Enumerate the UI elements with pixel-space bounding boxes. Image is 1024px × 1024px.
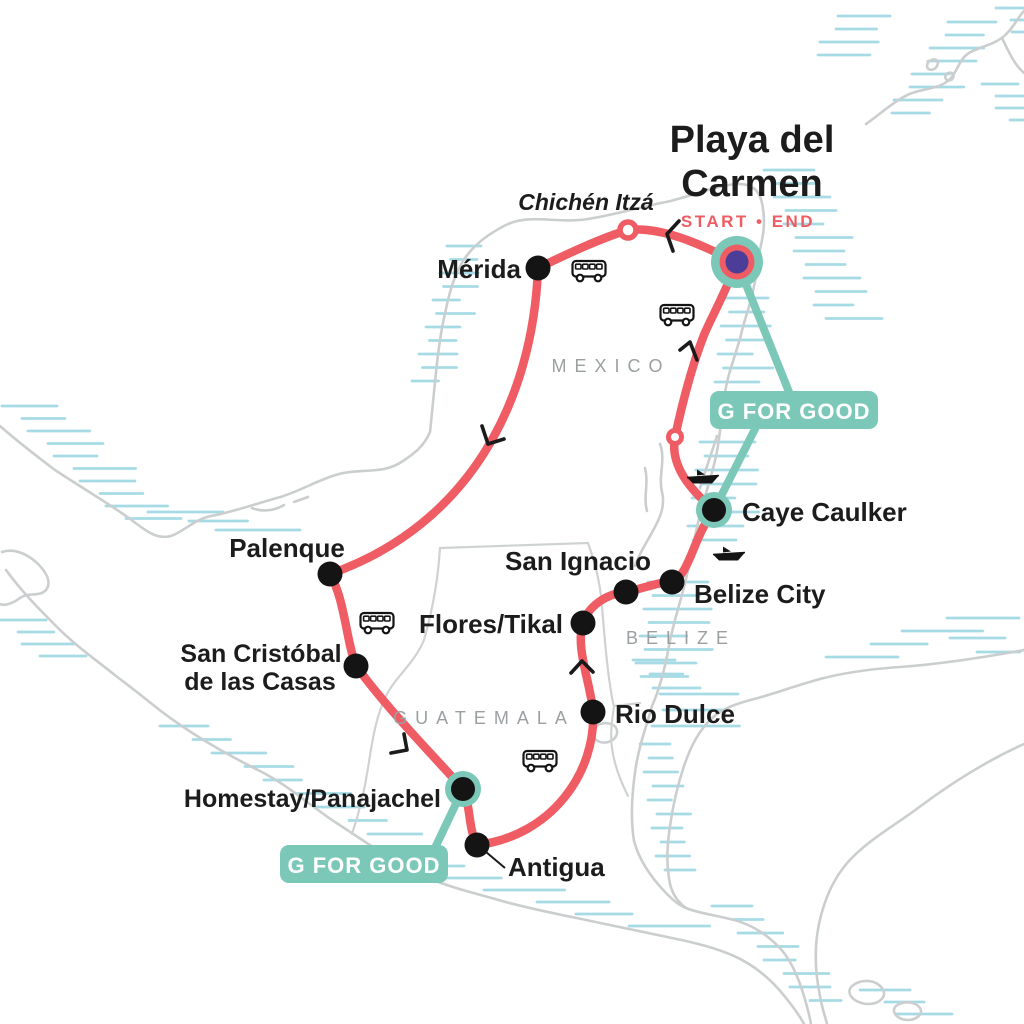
bus-icon [522, 749, 558, 773]
stop-dot-san-cristobal [343, 653, 369, 679]
stop-label-san-ignacio: San Ignacio [505, 546, 651, 576]
stop-label-chichen-itza: Chichén Itzá [518, 189, 654, 215]
start-end-label: START • END [681, 212, 815, 231]
country-label-guatemala: GUATEMALA [393, 708, 575, 728]
stop-dot-merida [525, 255, 551, 281]
stop-label-san-cristobal-line1: San Cristóbal [180, 640, 341, 668]
coast-yucatan-belize [428, 182, 766, 910]
coast-spit [0, 549, 50, 607]
coast-lagoon-bar [250, 495, 310, 512]
badge-label: G FOR GOOD [718, 399, 871, 424]
border-peten-north [438, 541, 590, 550]
stop-dot-caye-caulker [696, 492, 732, 528]
coast-campeche-bay [0, 424, 432, 539]
waypoint-circle-ferry [666, 428, 684, 446]
direction-arrow-north-coast [678, 340, 699, 362]
coastline-group [0, 9, 1024, 1024]
stop-label-flores-tikal: Flores/Tikal [419, 609, 563, 639]
stop-dot-flores-tikal [570, 610, 596, 636]
lagoon-bacalar [633, 442, 665, 568]
bus-icon [359, 611, 395, 635]
direction-arrow-west [665, 219, 681, 253]
labels: Playa del Carmen START • END Chichén Itz… [180, 119, 906, 882]
stop-dot-palenque [317, 561, 343, 587]
stop-label-san-cristobal-line2: de las Casas [184, 668, 336, 696]
badge-background [710, 391, 878, 429]
direction-arrow-south-guatemala [389, 732, 409, 755]
antigua-leader-line [485, 851, 506, 869]
stop-label-palenque: Palenque [229, 533, 345, 563]
boat-icon [712, 545, 746, 562]
stop-label-rio-dulce: Rio Dulce [615, 699, 735, 729]
route-line [325, 225, 742, 850]
border-belize-guatemala [586, 541, 642, 798]
stop-label-merida: Mérida [437, 254, 521, 284]
bus-icon [659, 303, 695, 327]
coast-honduras [666, 648, 1024, 1024]
country-label-belize: BELIZE [626, 628, 736, 648]
stop-label-caye-caulker: Caye Caulker [742, 497, 907, 527]
page-title-line2: Carmen [681, 163, 823, 205]
badge-g-for-good-lower: G FOR GOOD [280, 845, 448, 883]
direction-arrow-north-riodulce [569, 659, 595, 675]
coast-honduras-inland [814, 742, 1024, 1024]
stop-dot-rio-dulce [580, 699, 606, 725]
direction-arrows [389, 219, 699, 755]
boat-icon [686, 468, 720, 485]
badge-label: G FOR GOOD [288, 853, 441, 878]
stop-dot-panajachel [445, 771, 481, 807]
border-mexico-guatemala [350, 546, 442, 836]
waypoint-circle-chichen [617, 219, 639, 241]
badge-background [280, 845, 448, 883]
stop-dot-belize-city [659, 569, 685, 595]
stop-dot-san-ignacio [613, 579, 639, 605]
stop-dot-antigua [464, 832, 490, 858]
page-title-line1: Playa del [670, 119, 835, 161]
country-label-mexico: MEXICO [551, 356, 670, 376]
direction-arrow-south-mexico [480, 424, 506, 446]
stop-label-antigua: Antigua [508, 852, 605, 882]
badge-g-for-good-upper: G FOR GOOD [710, 391, 878, 429]
coast-cuba [864, 9, 1024, 126]
start-end-marker [711, 236, 763, 288]
stop-label-homestay-panajachel: Homestay/Panajachel [184, 785, 441, 813]
stop-label-belize-city: Belize City [694, 579, 826, 609]
stop-markers [317, 219, 763, 869]
islands-gulf-honduras [848, 979, 923, 1022]
bus-icon [571, 259, 607, 283]
